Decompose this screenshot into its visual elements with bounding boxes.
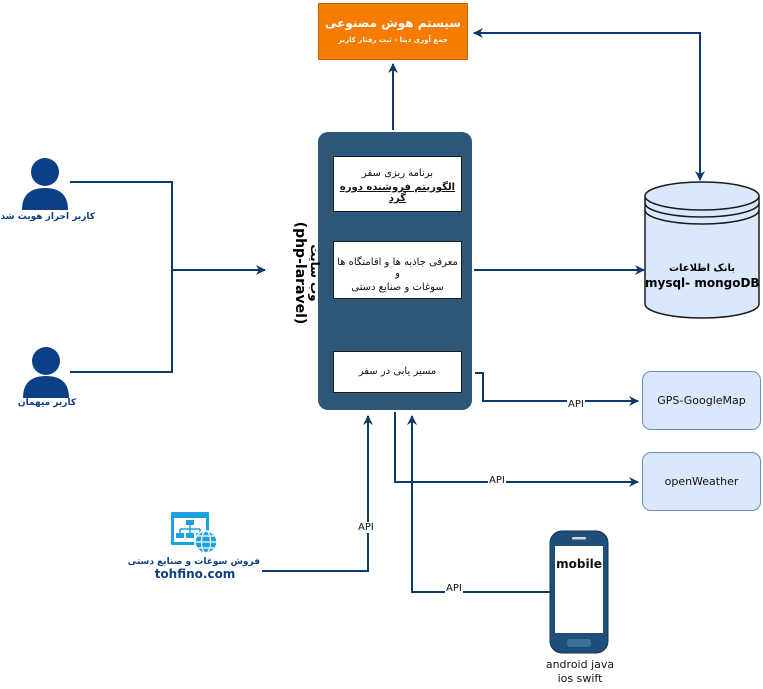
gps-service-label: GPS-GoogleMap [657, 394, 746, 407]
guest-user-connector [70, 270, 173, 373]
shop-label: فروش سوغات و صنایع دستی tohfino.com [127, 557, 260, 581]
mobile-platform-ios: ios swift [557, 672, 603, 685]
ai-system-box[interactable]: سیستم هوش مصنوعی جمع آوری دیتا - ثبت رفت… [318, 3, 468, 60]
module-routing[interactable]: مسیر یابی در سفر [333, 351, 462, 393]
openweather-service[interactable]: openWeather [642, 452, 761, 511]
database-cylinder [644, 181, 760, 319]
mobile-screen-label: mobile [556, 557, 602, 571]
shop-to-website-connector [262, 415, 373, 572]
guest-user-label: کاربر میهمان [17, 398, 77, 408]
module-trip-planning[interactable]: برنامه ریزی سفر الگوریتم فروشنده دوره گر… [333, 156, 462, 212]
database-label-line2: mysql- mongoDB [645, 276, 760, 290]
api-label-gps: API [567, 399, 585, 410]
database-label: بانک اطلاعات mysql- mongoDB [645, 263, 760, 290]
module-attractions[interactable]: معرفی جاذبه ها و اقامتگاه ها و سوغات و ص… [333, 241, 462, 299]
module-attractions-line2: سوغات و صنایع دستی [351, 282, 444, 293]
website-label: وب سایت (php-laravel) [292, 198, 322, 348]
ai-system-subtitle: جمع آوری دیتا - ثبت رفتار کاربر [338, 36, 448, 44]
shop-label-line2[interactable]: tohfino.com [154, 567, 236, 581]
database-label-line1: بانک اطلاعات [668, 263, 736, 274]
api-label-weather: API [488, 475, 506, 486]
module-trip-planning-line2: الگوریتم فروشنده دوره گرد [339, 182, 456, 204]
guest-user-icon [23, 347, 69, 398]
mobile-platform-android: android java [545, 658, 615, 671]
verified-user-label: کاربر احراز هویت شده [0, 212, 95, 222]
api-label-shop: API [357, 522, 375, 533]
website-to-weather-connector [394, 412, 639, 487]
website-label-line2: (php-laravel) [292, 221, 308, 325]
module-routing-line1: مسیر یابی در سفر [358, 366, 437, 377]
api-label-mobile: API [445, 583, 463, 594]
module-attractions-line1: معرفی جاذبه ها و اقامتگاه ها و [337, 257, 458, 279]
verified-user-connector [70, 181, 266, 275]
mobile-phone-icon [549, 530, 609, 654]
gps-googlemap-service[interactable]: GPS-GoogleMap [642, 371, 761, 430]
shop-website-icon [171, 512, 218, 554]
shop-label-line1: فروش سوغات و صنایع دستی [127, 557, 260, 567]
verified-user-icon [22, 158, 68, 210]
website-label-line1: وب سایت [308, 244, 322, 302]
routing-to-gps-connector [475, 372, 639, 406]
mobile-platforms: android java ios swift [535, 658, 625, 686]
weather-service-label: openWeather [664, 475, 739, 488]
mobile-to-website-connector [407, 415, 550, 593]
ai-database-connector [473, 28, 701, 180]
module-trip-planning-line1: برنامه ریزی سفر [361, 168, 434, 179]
ai-system-title: سیستم هوش مصنوعی [325, 16, 461, 30]
